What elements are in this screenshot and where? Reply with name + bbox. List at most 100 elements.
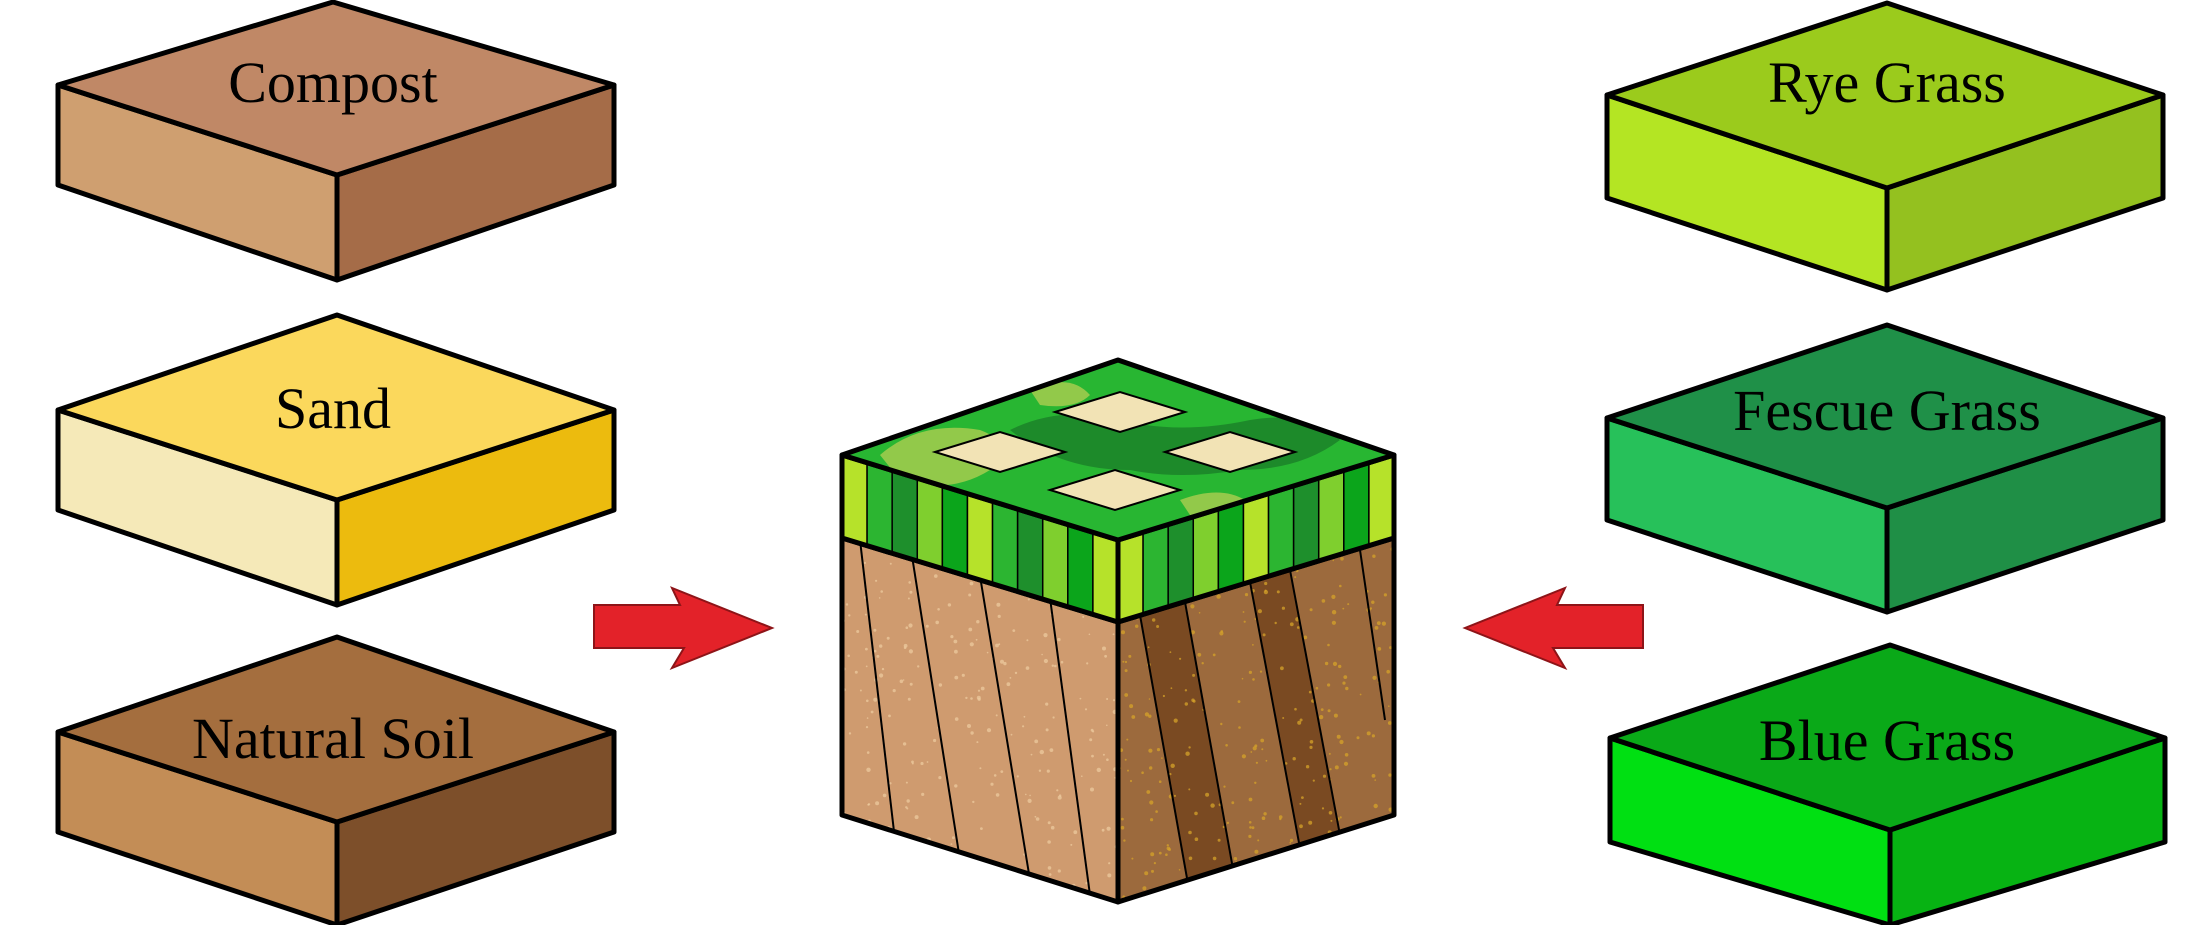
soil-speck bbox=[1332, 560, 1334, 562]
soil-speck bbox=[1107, 827, 1111, 831]
soil-speck bbox=[1248, 835, 1251, 838]
sand-block: Sand bbox=[58, 315, 614, 605]
soil-speck bbox=[1294, 576, 1296, 578]
soil-speck bbox=[866, 666, 868, 668]
soil-speck bbox=[1199, 612, 1201, 614]
soil-speck bbox=[860, 690, 862, 692]
soil-speck bbox=[1388, 721, 1392, 725]
soil-speck bbox=[1238, 726, 1241, 729]
soil-speck bbox=[1058, 796, 1062, 800]
soil-speck bbox=[1367, 829, 1369, 831]
soil-speck bbox=[880, 590, 883, 593]
soil-speck bbox=[976, 620, 979, 623]
blue-grass-block: Blue Grass bbox=[1610, 645, 2165, 925]
soil-speck bbox=[990, 783, 993, 786]
soil-speck bbox=[1011, 734, 1013, 736]
soil-speck bbox=[1309, 691, 1312, 694]
grass-stripe bbox=[1143, 525, 1168, 617]
soil-speck bbox=[1254, 782, 1256, 784]
soil-speck bbox=[1313, 895, 1316, 898]
soil-speck bbox=[1047, 840, 1051, 844]
soil-speck bbox=[1073, 830, 1077, 834]
soil-speck bbox=[1385, 848, 1387, 850]
soil-speck bbox=[1171, 687, 1173, 689]
soil-speck bbox=[951, 843, 953, 845]
grass-stripe bbox=[1344, 463, 1369, 555]
soil-speck bbox=[1040, 750, 1044, 754]
soil-speck bbox=[1026, 666, 1030, 670]
soil-speck bbox=[967, 888, 971, 892]
soil-speck bbox=[1332, 621, 1336, 625]
soil-speck bbox=[1041, 654, 1043, 656]
soil-speck bbox=[1195, 837, 1199, 841]
soil-speck bbox=[909, 649, 913, 653]
soil-speck bbox=[1332, 610, 1336, 614]
soil-speck bbox=[879, 597, 881, 599]
soil-speck bbox=[1252, 644, 1254, 646]
soil-speck bbox=[1327, 644, 1330, 647]
soil-speck bbox=[1285, 854, 1288, 857]
soil-speck bbox=[1141, 771, 1144, 774]
soil-speck bbox=[1279, 818, 1281, 820]
natural-soil-block: Natural Soil bbox=[58, 637, 614, 925]
soil-speck bbox=[864, 562, 866, 564]
soil-speck bbox=[1129, 704, 1133, 708]
soil-speck bbox=[1148, 646, 1150, 648]
soil-speck bbox=[1357, 855, 1360, 858]
soil-speck bbox=[1263, 812, 1266, 815]
soil-speck bbox=[1254, 744, 1257, 747]
soil-speck bbox=[970, 582, 974, 586]
soil-speck bbox=[1316, 687, 1319, 690]
rye-grass-label: Rye Grass bbox=[1768, 50, 2006, 115]
soil-speck bbox=[1081, 775, 1083, 777]
soil-speck bbox=[1249, 826, 1252, 829]
soil-speck bbox=[866, 700, 869, 703]
soil-speck bbox=[903, 679, 905, 681]
soil-speck bbox=[904, 646, 907, 649]
soil-speck bbox=[996, 603, 1000, 607]
soil-speck bbox=[1343, 675, 1347, 679]
soil-speck bbox=[1085, 708, 1087, 710]
soil-speck bbox=[1106, 758, 1109, 761]
soil-speck bbox=[1150, 852, 1154, 856]
soil-speck bbox=[1121, 826, 1125, 830]
soil-speck bbox=[1294, 708, 1297, 711]
soil-speck bbox=[1048, 821, 1051, 824]
soil-speck bbox=[1146, 790, 1150, 794]
soil-speck bbox=[915, 815, 919, 819]
soil-speck bbox=[1372, 774, 1376, 778]
soil-speck bbox=[884, 871, 887, 874]
soil-speck bbox=[920, 762, 923, 765]
soil-speck bbox=[948, 603, 951, 606]
grass-stripe bbox=[1018, 509, 1043, 601]
soil-speck bbox=[1148, 715, 1151, 718]
soil-speck bbox=[937, 608, 940, 611]
soil-speck bbox=[1374, 779, 1376, 781]
soil-speck bbox=[1308, 821, 1312, 825]
soil-speck bbox=[1264, 582, 1267, 585]
soil-speck bbox=[1371, 886, 1373, 888]
soil-speck bbox=[1122, 661, 1124, 663]
soil-speck bbox=[1185, 689, 1187, 691]
soil-speck bbox=[1313, 780, 1315, 782]
soil-speck bbox=[1007, 682, 1011, 686]
soil-speck bbox=[1128, 655, 1131, 658]
soil-speck bbox=[963, 857, 967, 861]
soil-speck bbox=[1256, 762, 1258, 764]
soil-speck bbox=[1264, 878, 1266, 880]
soil-speck bbox=[1225, 744, 1228, 747]
soil-speck bbox=[1227, 822, 1229, 824]
soil-speck bbox=[1356, 858, 1360, 862]
soil-speck bbox=[1159, 780, 1162, 783]
soil-speck bbox=[863, 874, 865, 876]
soil-speck bbox=[1220, 723, 1222, 725]
soil-speck bbox=[936, 892, 940, 896]
soil-speck bbox=[889, 782, 891, 784]
soil-speck bbox=[999, 870, 1001, 872]
soil-speck bbox=[1102, 829, 1105, 832]
grass-stripe bbox=[1193, 509, 1218, 601]
soil-speck bbox=[1190, 604, 1194, 608]
soil-speck bbox=[879, 644, 882, 647]
soil-speck bbox=[1000, 660, 1004, 664]
grass-stripe bbox=[1118, 532, 1143, 624]
